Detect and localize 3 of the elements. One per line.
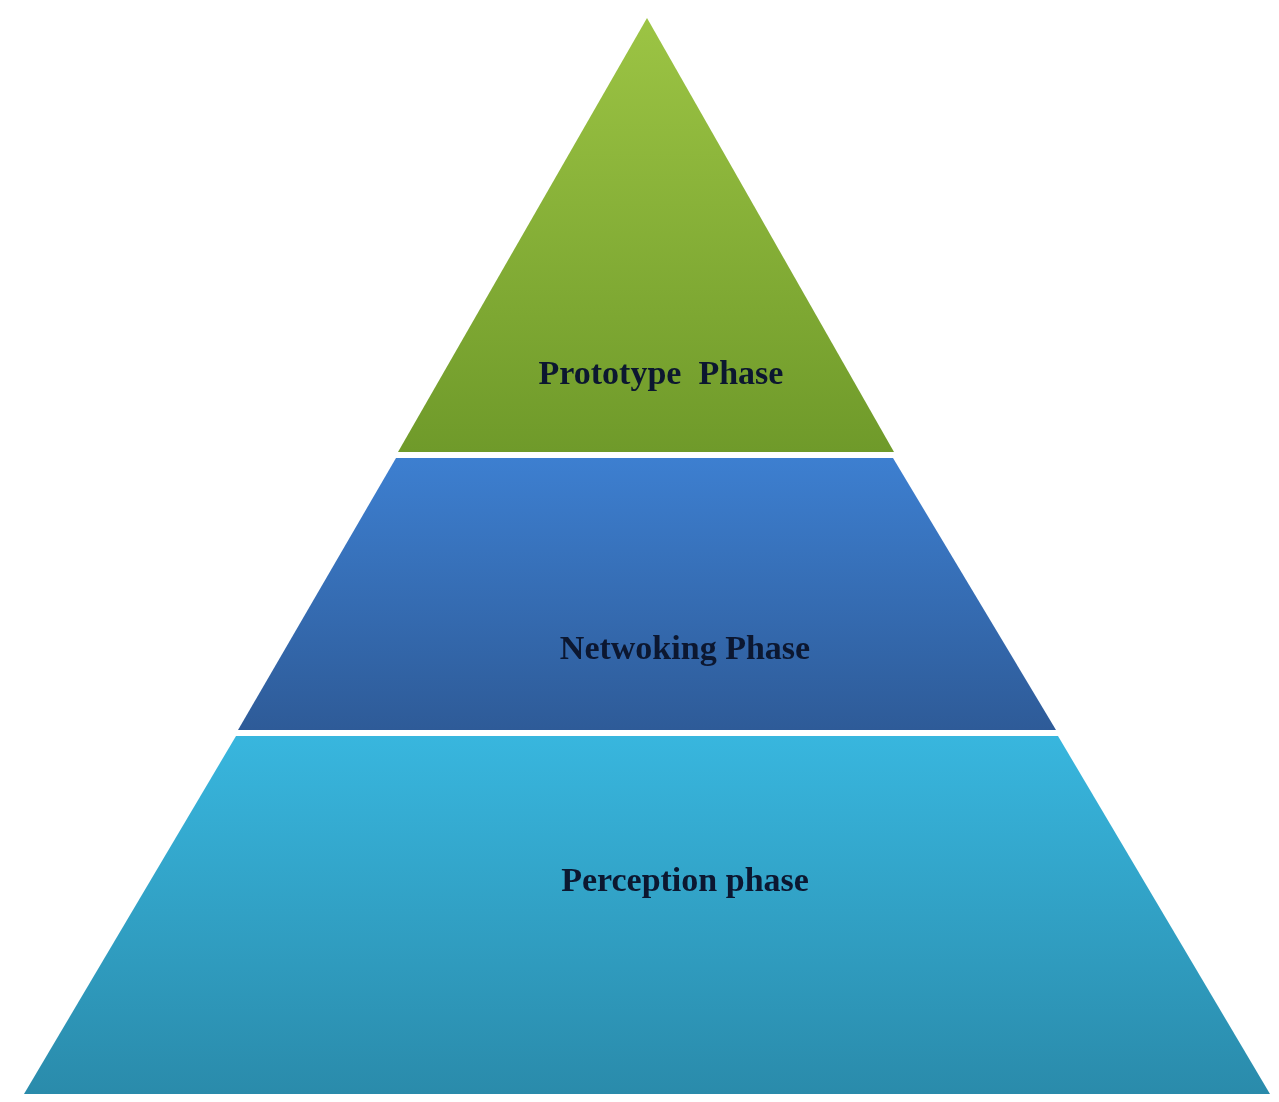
- layer-label: Perception phase: [561, 861, 809, 899]
- layer-label: Netwoking Phase: [559, 629, 811, 667]
- layer-label: Prototype Phase: [538, 354, 784, 392]
